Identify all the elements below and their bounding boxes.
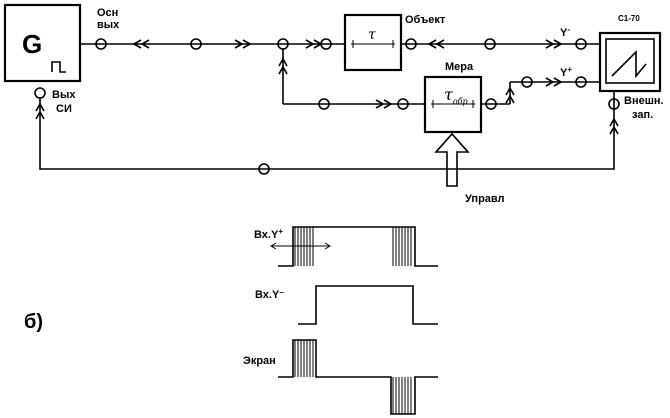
cable-joint-icon bbox=[234, 39, 252, 49]
oscilloscope-block bbox=[598, 31, 662, 93]
jitter-band bbox=[392, 227, 412, 266]
connector-icon bbox=[190, 38, 202, 50]
connector-icon bbox=[318, 98, 330, 110]
connector-icon bbox=[405, 38, 417, 50]
sync-output-label-1: Вых bbox=[52, 89, 76, 101]
trace-screen bbox=[278, 339, 438, 415]
connector-icon bbox=[608, 98, 620, 110]
connector-icon bbox=[485, 98, 497, 110]
cable-joint-icon bbox=[505, 86, 515, 104]
object-block: τ bbox=[343, 13, 403, 72]
ext-trigger-label-1: Внешн. bbox=[624, 95, 664, 107]
trace-in-y-minus bbox=[298, 285, 438, 325]
measure-delay-symbol: τобр bbox=[444, 85, 468, 106]
trace-label-in-y-plus: Вх.Y+ bbox=[254, 227, 283, 241]
sawtooth-icon bbox=[611, 50, 647, 79]
cable-joint-icon bbox=[132, 39, 150, 49]
branch-cable bbox=[278, 49, 425, 110]
object-output-cable bbox=[401, 38, 600, 50]
oscilloscope-model: С1-70 bbox=[618, 14, 640, 23]
generator-symbol: G bbox=[22, 29, 42, 59]
trace-label-screen: Экран bbox=[243, 355, 276, 367]
control-arrow bbox=[434, 132, 470, 187]
jitter-band bbox=[294, 340, 314, 377]
connector-icon bbox=[258, 163, 270, 175]
y-minus-label: Y- bbox=[560, 25, 570, 39]
cable-joint-icon bbox=[545, 77, 563, 87]
pulse-icon bbox=[51, 61, 66, 73]
cable-joint-icon bbox=[375, 99, 393, 109]
connector-icon bbox=[320, 38, 332, 50]
cable-joint-icon bbox=[427, 39, 445, 49]
object-delay-symbol: τ bbox=[368, 27, 376, 43]
main-output-label-2: вых bbox=[97, 19, 120, 31]
diagram-b: б) Вх.Y+ Вх.Y– Экран bbox=[24, 226, 438, 415]
ext-trigger-label-2: зап. bbox=[632, 109, 653, 121]
main-output-label-1: Осн bbox=[97, 7, 118, 19]
section-label-b: б) bbox=[24, 311, 43, 333]
sync-cable bbox=[34, 87, 620, 175]
object-label: Объект bbox=[405, 14, 446, 26]
trace-label-in-y-minus: Вх.Y– bbox=[255, 288, 284, 301]
connector-icon bbox=[575, 76, 587, 88]
measure-output-cable bbox=[481, 76, 600, 110]
control-label: Управл bbox=[465, 193, 505, 205]
sync-output-label-2: СИ bbox=[56, 103, 72, 115]
measure-block: τобр bbox=[423, 75, 483, 134]
connector-icon bbox=[95, 38, 107, 50]
connector-icon bbox=[397, 98, 409, 110]
y-plus-label: Y+ bbox=[560, 65, 572, 79]
connector-icon bbox=[521, 76, 533, 88]
connector-icon bbox=[484, 38, 496, 50]
diagram-a: G Осн вых τ bbox=[3, 3, 664, 205]
connector-icon bbox=[575, 38, 587, 50]
measure-label: Мера bbox=[445, 61, 474, 73]
connector-icon bbox=[34, 87, 46, 99]
generator-block: G bbox=[3, 3, 82, 83]
trace-in-y-plus bbox=[270, 226, 438, 267]
main-cable bbox=[80, 38, 345, 50]
cable-joint-icon bbox=[545, 39, 563, 49]
cable-joint-icon bbox=[609, 117, 619, 135]
jitter-band bbox=[392, 377, 412, 414]
